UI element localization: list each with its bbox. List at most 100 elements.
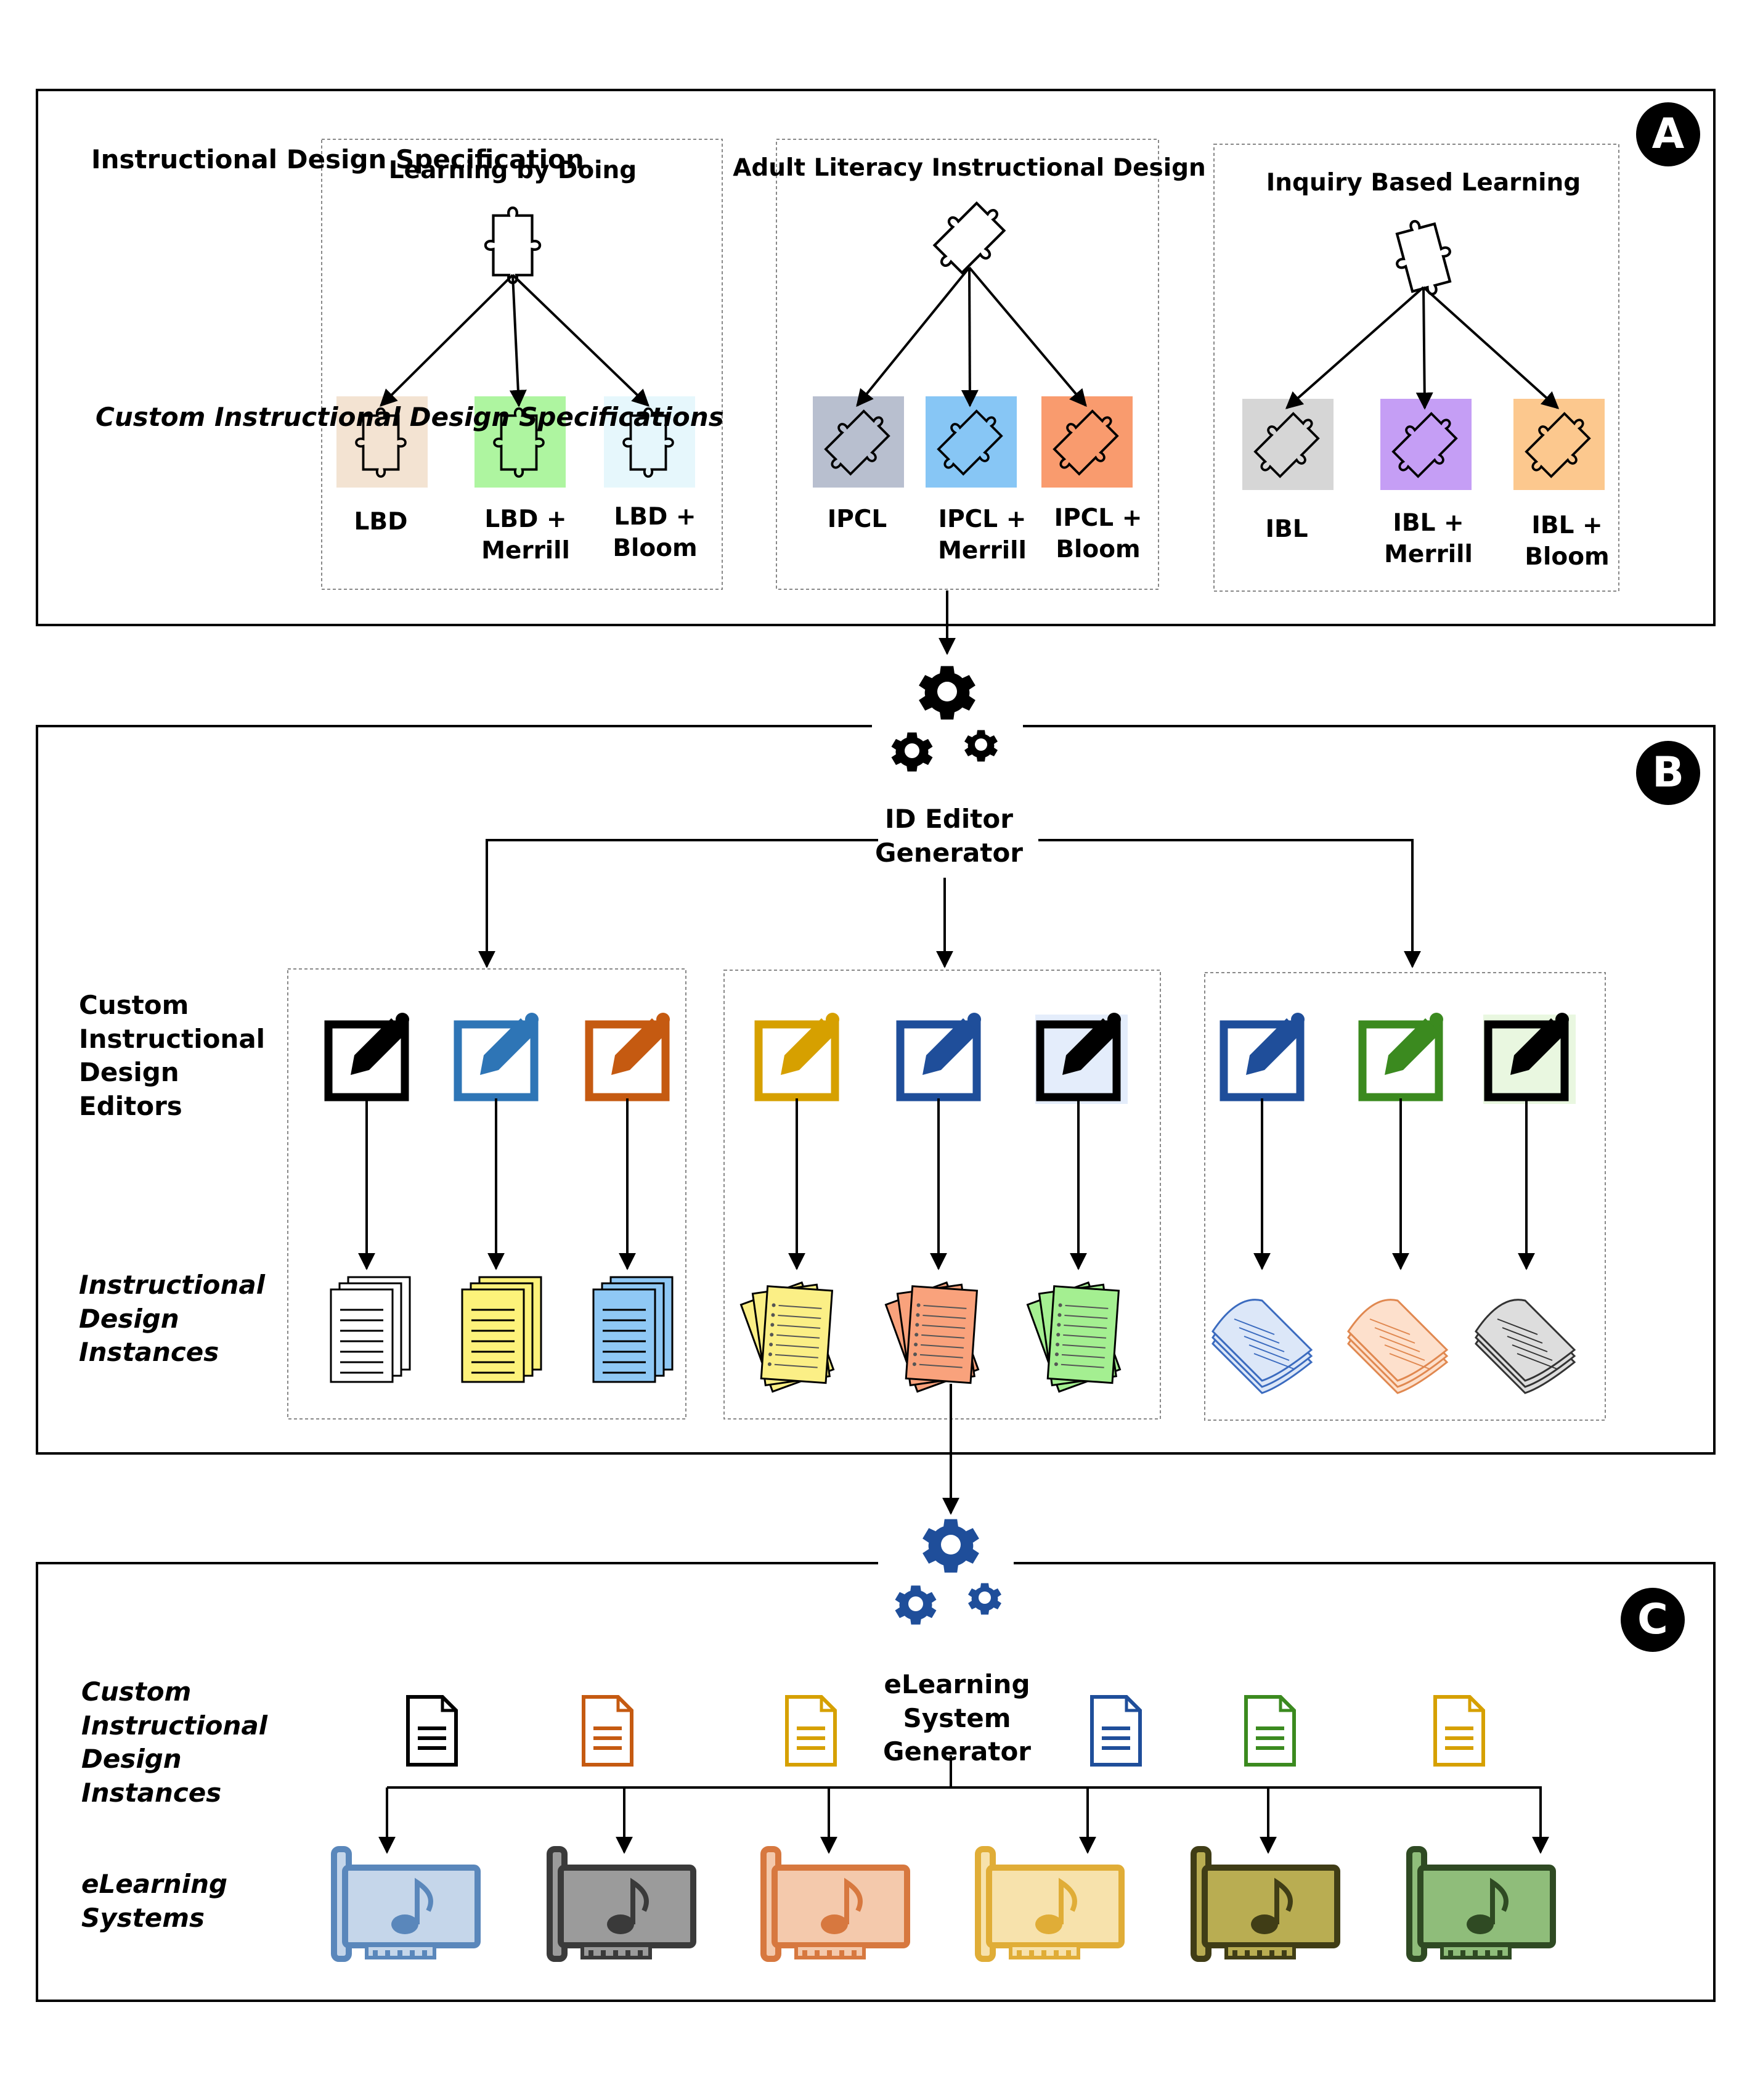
- document-file-icon: [785, 1695, 837, 1767]
- document-stack-icon: [1475, 1299, 1576, 1394]
- spec-arrow: [856, 266, 971, 407]
- spec-arrow: [509, 274, 527, 407]
- elearning-system-icon: [547, 1846, 696, 1962]
- spec-swatch: [1513, 399, 1605, 490]
- spec-swatch: [604, 396, 695, 488]
- document-file-icon: [1090, 1695, 1142, 1767]
- elearning-generator-label: eLearning System Generator: [882, 1669, 1032, 1767]
- edit-pencil-tip-icon: [396, 1013, 409, 1026]
- editor-generator-gear-hole: [937, 682, 957, 701]
- panel-a-badge: A: [1636, 102, 1700, 166]
- spec-swatch: [926, 396, 1017, 488]
- elearning-generator-gear-hole: [979, 1591, 991, 1604]
- spec-label-7: IBL: [1265, 515, 1308, 543]
- editor-generator-gear-hole: [975, 738, 987, 751]
- elearning-system-icon: [1191, 1846, 1340, 1962]
- document-stack-icon: [1211, 1299, 1313, 1394]
- panel-b-border: [36, 725, 1716, 1455]
- panel-b-row-label-bottom: Instructional Design Instances: [79, 1270, 266, 1368]
- panel-a-border: [36, 89, 1716, 626]
- edit-pencil-tip-icon: [656, 1013, 670, 1026]
- document-stack-icon: [592, 1276, 674, 1383]
- elearning-system-icon: [760, 1846, 910, 1962]
- edit-icon: [324, 1020, 409, 1101]
- spec-label-4: IPCL: [827, 505, 887, 533]
- editor-generator-gear-hole: [905, 743, 919, 758]
- edit-icon: [754, 1020, 839, 1101]
- group-title-2: Adult Literacy Instructional Design: [733, 154, 1206, 182]
- document-stack-icon: [739, 1281, 835, 1393]
- panel-a-row-label-top: Instructional Design Specification: [91, 144, 584, 174]
- edit-pencil-icon: [1385, 1018, 1440, 1075]
- document-stack-icon: [1026, 1281, 1122, 1393]
- panel-a-row-label-bottom: Custom Instructional Design Specificatio…: [96, 402, 724, 432]
- spec-arrow: [380, 274, 514, 407]
- spec-label-9: IBL + Bloom: [1525, 512, 1610, 571]
- spec-label-1: LBD: [354, 508, 408, 536]
- music-note-icon: [1467, 1914, 1494, 1934]
- music-note-icon: [821, 1914, 848, 1934]
- elearning-system-icon: [1406, 1846, 1556, 1962]
- edit-pencil-icon: [1062, 1018, 1118, 1075]
- spec-arrow: [511, 274, 650, 407]
- group-title-1: Learning by Doing: [388, 157, 637, 184]
- panel-c-border: [36, 1562, 1716, 2002]
- edit-pencil-icon: [1510, 1018, 1566, 1075]
- panel-b-badge: B: [1636, 741, 1700, 805]
- edit-icon: [585, 1020, 670, 1101]
- edit-pencil-tip-icon: [826, 1013, 839, 1026]
- panel-c-badge: C: [1621, 1588, 1685, 1652]
- spec-swatch: [336, 396, 428, 488]
- branch-arrow-right: [1038, 839, 1421, 968]
- spec-label-2: LBD + Merrill: [481, 505, 570, 565]
- panel-c-row-label-top: Custom Instructional Design Instances: [81, 1677, 268, 1808]
- elearning-system-icon: [331, 1846, 481, 1962]
- spec-swatch: [1041, 396, 1133, 488]
- editor-group-box-2: [723, 970, 1161, 1420]
- edit-icon: [896, 1020, 981, 1101]
- spec-swatch: [813, 396, 904, 488]
- elearning-generator-gear-hole: [941, 1535, 961, 1555]
- spec-swatch: [1380, 399, 1472, 490]
- group-title-3: Inquiry Based Learning: [1266, 169, 1581, 197]
- editor-group-box-3: [1204, 972, 1606, 1421]
- edit-pencil-icon: [351, 1018, 406, 1075]
- panel-b-row-label-top: Custom Instructional Design Editors: [79, 990, 266, 1121]
- spec-group-box-2: [776, 139, 1159, 590]
- edit-icon: [454, 1020, 539, 1101]
- document-file-icon: [406, 1695, 458, 1767]
- edit-pencil-icon: [480, 1018, 536, 1075]
- spec-swatch: [474, 396, 566, 488]
- edit-icon: [1220, 1020, 1305, 1101]
- document-stack-icon: [1347, 1299, 1449, 1394]
- document-file-icon: [1433, 1695, 1485, 1767]
- edit-icon: [1358, 1020, 1443, 1101]
- edit-pencil-tip-icon: [1430, 1013, 1443, 1026]
- branch-arrow-left: [478, 839, 878, 968]
- spec-label-8: IBL + Merrill: [1384, 509, 1473, 568]
- spec-arrow: [1422, 286, 1560, 409]
- elearning-system-icon: [975, 1846, 1125, 1962]
- document-stack-icon: [461, 1276, 542, 1383]
- id-editor-generator-label: ID Editor Generator: [874, 804, 1024, 868]
- spec-arrow: [1415, 287, 1433, 410]
- puzzle-icon: [486, 208, 540, 283]
- panel-c-row-label-bottom: eLearning Systems: [81, 1869, 228, 1933]
- spec-swatch: [1242, 399, 1334, 490]
- document-stack-icon: [330, 1276, 411, 1383]
- spec-arrow: [961, 267, 979, 407]
- edit-pencil-icon: [611, 1018, 667, 1075]
- music-note-icon: [1035, 1914, 1062, 1934]
- edit-pencil-tip-icon: [1291, 1013, 1305, 1026]
- edit-pencil-icon: [781, 1018, 836, 1075]
- spec-arrow: [968, 266, 1087, 407]
- edit-icon: [1484, 1020, 1569, 1101]
- music-note-icon: [1251, 1914, 1278, 1934]
- spec-label-5: IPCL + Merrill: [938, 505, 1027, 565]
- spec-label-3: LBD + Bloom: [613, 503, 698, 562]
- edit-pencil-icon: [1246, 1018, 1301, 1075]
- music-note-icon: [607, 1914, 634, 1934]
- spec-group-box-3: [1213, 144, 1619, 592]
- edit-pencil-tip-icon: [1107, 1013, 1121, 1026]
